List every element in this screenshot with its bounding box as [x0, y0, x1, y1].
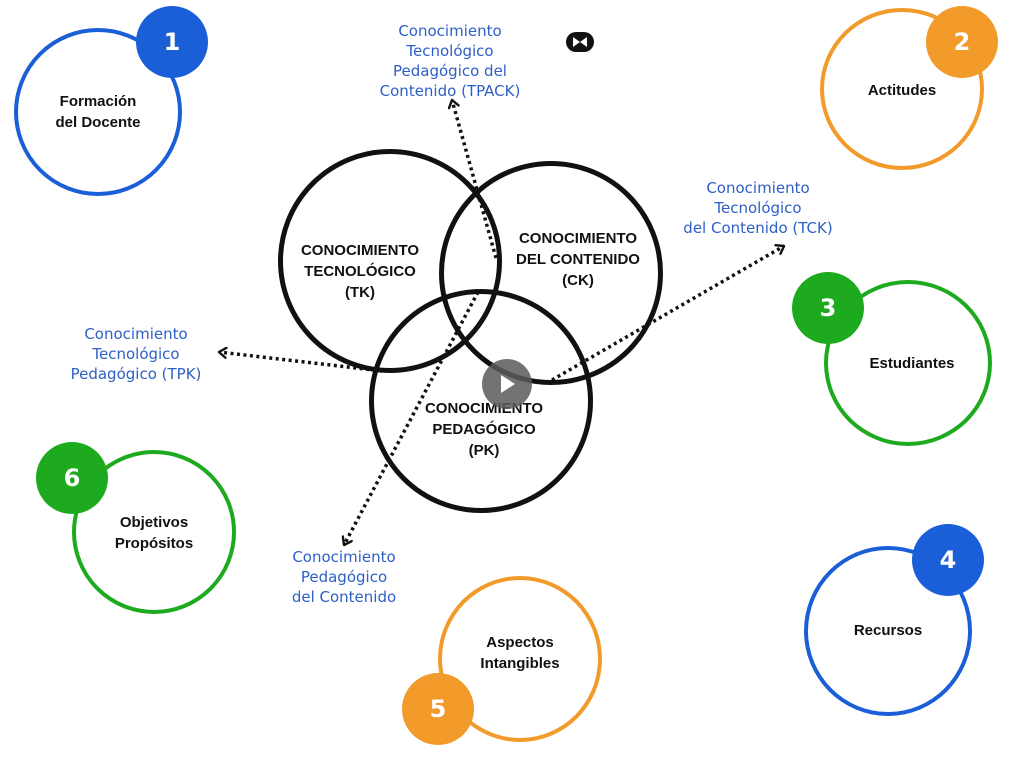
arrow-tpk [219, 352, 383, 373]
venn-label-ck: CONOCIMIENTO DEL CONTENIDO (CK) [516, 230, 640, 289]
factor-3-label: Estudiantes [869, 355, 955, 372]
play-button[interactable] [482, 359, 532, 409]
arrow-pck [344, 291, 480, 545]
factor-5-badge: 5 [402, 673, 474, 745]
factor-4-label: Recursos [853, 622, 923, 639]
bowtie-icon [573, 37, 587, 47]
arrow-tck [551, 246, 784, 382]
label-tpack: Conocimiento Tecnológico Pedagógico del … [379, 22, 521, 100]
play-icon [501, 375, 515, 393]
factor-1-badge: 1 [136, 6, 208, 78]
label-pck: Conocimiento Pedagógico del Contenido [291, 548, 397, 606]
factor-1-label: Formación del Docente [55, 93, 141, 131]
label-tpk: Conocimiento Tecnológico Pedagógico (TPK… [70, 325, 202, 383]
factor-3-ring [824, 280, 992, 446]
factor-6-ring [72, 450, 236, 614]
expand-button[interactable] [566, 32, 594, 52]
factor-4-ring [804, 546, 972, 716]
arrow-tpack [452, 100, 498, 259]
factor-2-badge: 2 [926, 6, 998, 78]
factor-5-label: Aspectos Intangibles [480, 634, 560, 672]
factor-5-ring [438, 576, 602, 742]
factor-4-badge: 4 [912, 524, 984, 596]
factor-2-ring [820, 8, 984, 170]
venn-circle-pk [369, 289, 593, 513]
venn-label-tk: CONOCIMIENTO TECNOLÓGICO (TK) [300, 242, 420, 301]
factor-6-badge: 6 [36, 442, 108, 514]
label-tck: Conocimiento Tecnológico del Contenido (… [683, 179, 833, 237]
factor-6-label: Objetivos Propósitos [114, 514, 194, 552]
factor-2-label: Actitudes [867, 82, 937, 99]
factor-1-ring [14, 28, 182, 196]
factor-3-badge: 3 [792, 272, 864, 344]
